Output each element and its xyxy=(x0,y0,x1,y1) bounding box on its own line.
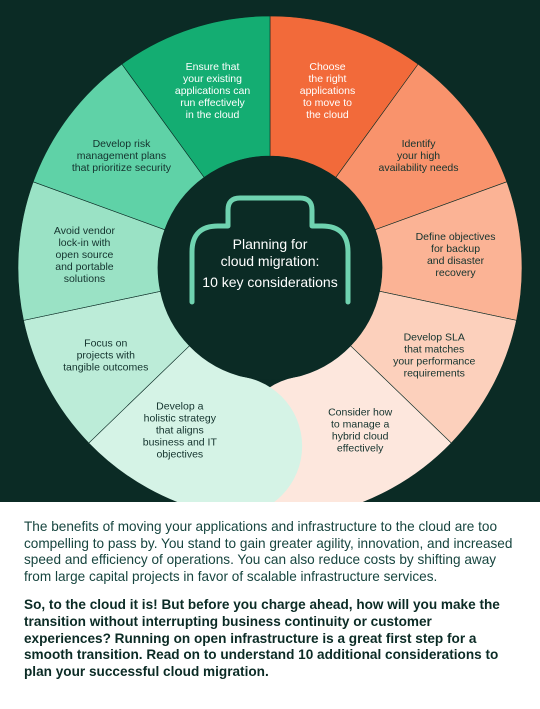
segment-3-label-line: recovery xyxy=(435,267,476,279)
segments-group xyxy=(17,15,523,502)
segment-8-label-line: open source xyxy=(56,249,114,261)
segment-7-label-line: projects with xyxy=(77,349,136,361)
center-title-line1: Planning for xyxy=(233,236,308,252)
segment-10-label-line: Ensure that xyxy=(186,61,240,73)
segment-4-label-line: your performance xyxy=(393,355,475,367)
segment-8-label-line: Avoid vendor xyxy=(54,225,116,237)
segment-8-label-line: lock-in with xyxy=(58,237,110,249)
segment-8-label-line: solutions xyxy=(64,273,105,285)
segment-1-label-line: the right xyxy=(309,73,347,85)
segment-10-label-line: in the cloud xyxy=(186,109,240,121)
segment-9-label-line: Develop risk xyxy=(93,138,152,150)
segment-10-label-line: applications can xyxy=(175,85,250,97)
segment-3-label-line: for backup xyxy=(431,243,480,255)
segment-6-label-line: Develop a xyxy=(156,401,203,413)
segment-5-label-line: Consider how xyxy=(328,407,393,419)
segment-4-label-line: Develop SLA xyxy=(404,331,465,343)
segment-2-label-line: Identify xyxy=(402,138,437,150)
segment-2-label-line: your high xyxy=(397,150,440,162)
call-to-action-paragraph: So, to the cloud it is! But before you c… xyxy=(24,597,500,679)
segment-1-label-line: applications xyxy=(300,85,355,97)
segment-3-label-line: and disaster xyxy=(427,255,485,267)
segment-7-label-line: Focus on xyxy=(84,337,127,349)
segment-5-label-line: effectively xyxy=(337,443,384,455)
segment-6-label-line: business and IT xyxy=(143,437,218,449)
segment-4-label-line: that matches xyxy=(404,343,464,355)
segment-4-label-line: requirements xyxy=(404,367,465,379)
segment-7-label-line: tangible outcomes xyxy=(63,361,148,373)
segment-10-label-line: your existing xyxy=(183,73,242,85)
segment-9-label-line: management plans xyxy=(77,150,166,162)
segment-9-label-line: that prioritize security xyxy=(72,162,172,174)
segment-2-label-line: availability needs xyxy=(379,162,459,174)
segment-1-label-line: Choose xyxy=(309,61,345,73)
segment-5-label-line: hybrid cloud xyxy=(332,431,389,443)
segment-5-label-line: to manage a xyxy=(331,419,390,431)
cloud-outline-icon xyxy=(189,195,351,305)
segment-3-label-line: Define objectives xyxy=(416,231,496,243)
segment-8-label-line: and portable xyxy=(55,261,114,273)
segment-6-cap xyxy=(162,376,303,502)
segment-1-label-line: the cloud xyxy=(306,109,349,121)
body-text: The benefits of moving your applications… xyxy=(24,519,520,680)
segment-6-label-line: that aligns xyxy=(156,425,204,437)
segment-1-label-line: to move to xyxy=(303,97,352,109)
center-subtitle: 10 key considerations xyxy=(202,274,337,290)
segment-6-label-line: objectives xyxy=(156,449,203,461)
intro-paragraph: The benefits of moving your applications… xyxy=(24,519,513,584)
center-disc xyxy=(158,156,382,380)
segment-10-label-line: run effectively xyxy=(180,97,245,109)
center-title-line2: cloud migration: xyxy=(221,253,320,269)
segment-6-label-line: holistic strategy xyxy=(144,413,217,425)
